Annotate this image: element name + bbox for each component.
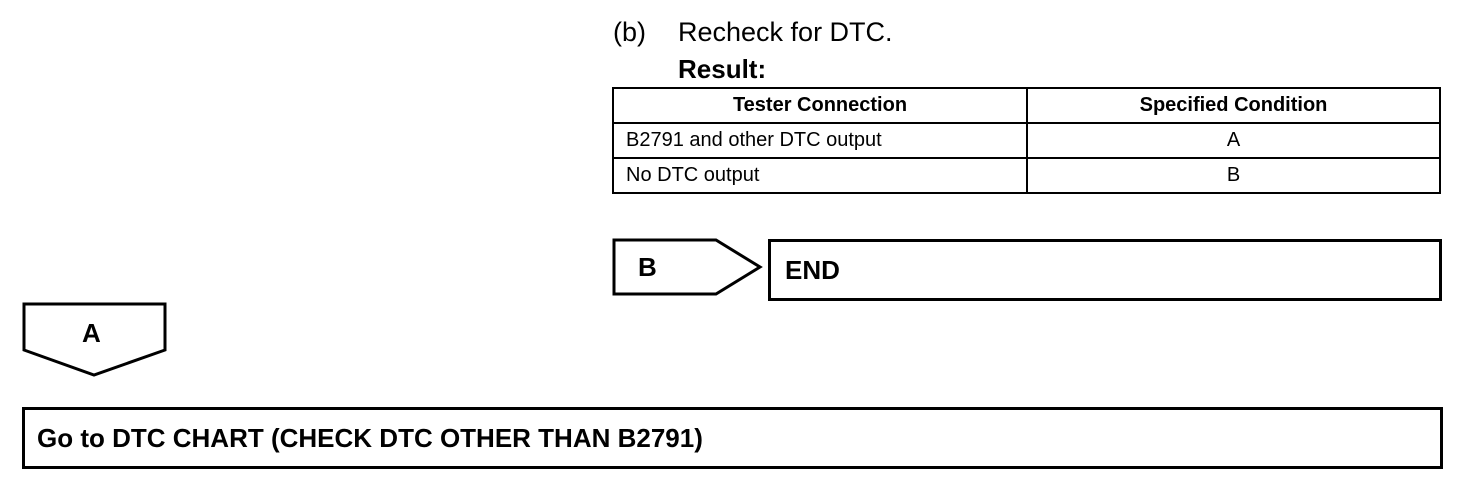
header-specified-condition: Specified Condition bbox=[1026, 87, 1441, 124]
table-header-row: Tester Connection Specified Condition bbox=[611, 87, 1441, 124]
table-cell: B2791 and other DTC output bbox=[611, 122, 1029, 159]
branch-b-arrow bbox=[612, 238, 763, 296]
table-row: No DTC output B bbox=[611, 157, 1441, 194]
table-row: B2791 and other DTC output A bbox=[611, 122, 1441, 159]
end-text: END bbox=[785, 254, 840, 285]
end-box: END bbox=[768, 239, 1442, 301]
table-cell: A bbox=[1026, 122, 1441, 159]
result-table: Tester Connection Specified Condition B2… bbox=[611, 87, 1441, 194]
header-tester-connection: Tester Connection bbox=[611, 87, 1029, 124]
branch-b-label: B bbox=[638, 252, 657, 282]
step-letter: (b) bbox=[613, 17, 646, 47]
step-text: Recheck for DTC. bbox=[678, 17, 893, 47]
table-cell: B bbox=[1026, 157, 1441, 194]
branch-a-arrow bbox=[22, 302, 167, 377]
result-heading: Result: bbox=[678, 54, 767, 84]
table-cell: No DTC output bbox=[611, 157, 1029, 194]
go-to-text: Go to DTC CHART (CHECK DTC OTHER THAN B2… bbox=[37, 422, 703, 453]
go-to-box: Go to DTC CHART (CHECK DTC OTHER THAN B2… bbox=[22, 407, 1443, 469]
branch-a-label: A bbox=[82, 318, 101, 348]
